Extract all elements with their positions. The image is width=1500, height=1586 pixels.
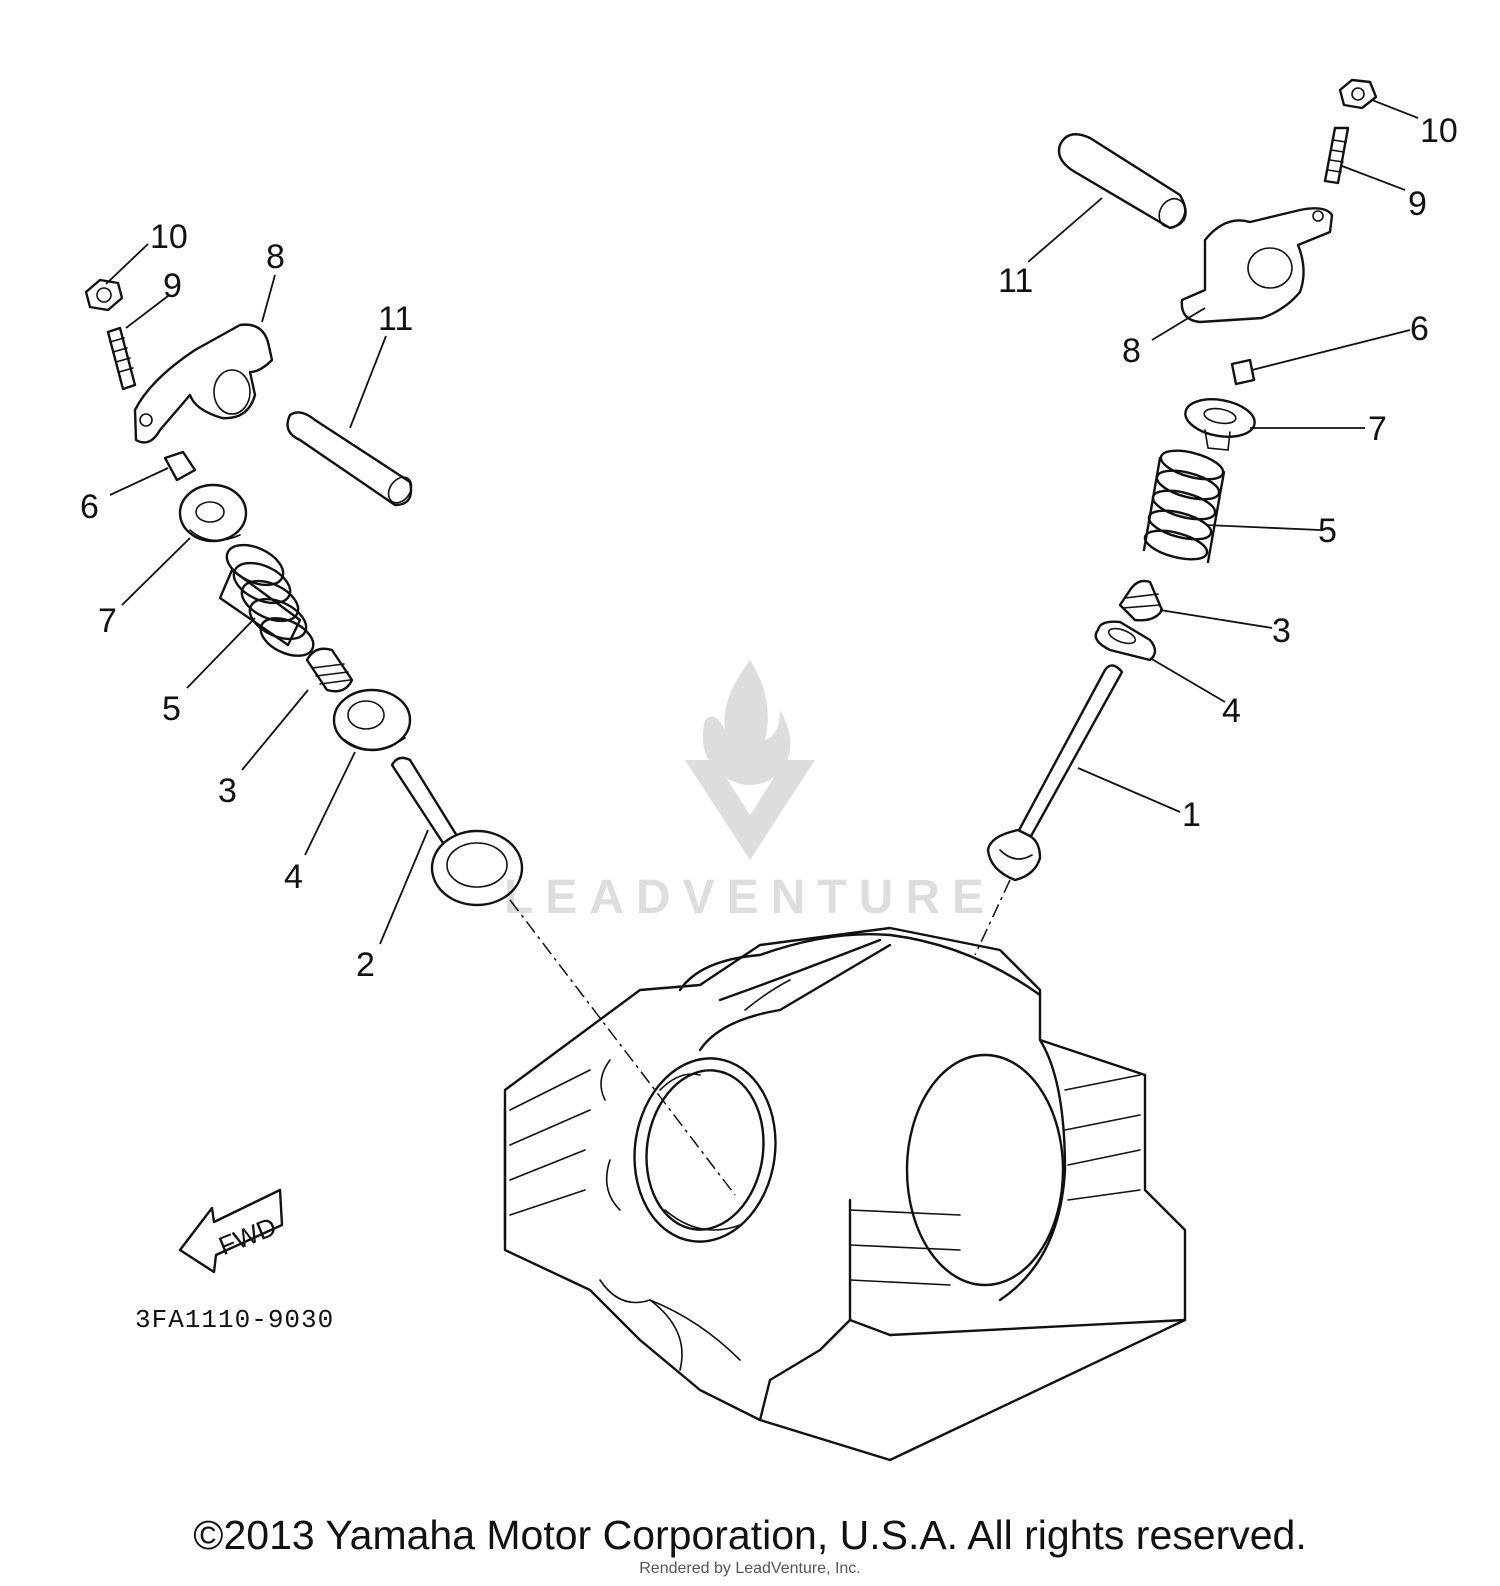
callout-left-5: 5 <box>162 690 181 728</box>
valve-spring-right <box>1142 449 1226 564</box>
rocker-shaft-left <box>286 411 413 507</box>
callout-right-4: 4 <box>1222 692 1241 730</box>
copyright-footer: ©2013 Yamaha Motor Corporation, U.S.A. A… <box>193 1512 1307 1558</box>
callout-left-8: 8 <box>266 238 285 276</box>
valve-axis-left <box>509 899 736 1196</box>
callout-right-9: 9 <box>1408 185 1427 223</box>
valve-right <box>986 664 1124 882</box>
nut-left <box>84 278 124 312</box>
callout-right-7: 7 <box>1368 410 1387 448</box>
callout-left-4: 4 <box>284 858 303 896</box>
callout-right-10: 10 <box>1420 112 1458 150</box>
callout-right-6: 6 <box>1410 310 1429 348</box>
rocker-arm-right <box>1180 207 1334 324</box>
callouts-left: 10 9 8 11 6 7 5 3 4 2 <box>80 218 413 984</box>
callout-left-3: 3 <box>218 772 237 810</box>
bolt-axis-right <box>1039 1039 1146 1076</box>
spring-retainer-right <box>1184 398 1256 451</box>
callouts-right: 10 9 11 8 6 7 5 3 4 1 <box>998 112 1458 834</box>
adjusting-screw-left <box>106 326 137 391</box>
spring-retainer-left <box>178 483 248 543</box>
valve-axis-right <box>974 879 1011 956</box>
callout-left-10: 10 <box>150 218 188 256</box>
callout-right-11: 11 <box>998 262 1033 300</box>
rocker-shaft-right <box>1057 133 1187 230</box>
callout-left-7: 7 <box>98 602 117 640</box>
callout-left-9: 9 <box>163 267 182 305</box>
watermark-brand: LEADVENTURE <box>503 871 997 924</box>
callout-left-11: 11 <box>378 300 413 338</box>
adjusting-screw-right <box>1323 126 1350 185</box>
nut-right <box>1338 78 1378 110</box>
leadventure-watermark: LEADVENTURE <box>480 650 1020 940</box>
spring-seat-right <box>1094 620 1157 662</box>
fwd-label: FWD <box>214 1211 280 1261</box>
fwd-arrow-icon: FWD <box>178 1188 284 1274</box>
valve-cotter-left <box>163 450 197 482</box>
callout-right-5: 5 <box>1318 512 1337 550</box>
callout-right-8: 8 <box>1122 332 1141 370</box>
rocker-arm-left <box>133 323 274 444</box>
valve-cotter-right <box>1230 358 1256 386</box>
watermark-credit: Rendered by LeadVenture, Inc. <box>639 1560 861 1577</box>
callout-right-1: 1 <box>1182 796 1201 834</box>
cylinder-head <box>503 926 1187 1462</box>
valve-left <box>390 756 524 907</box>
flame-logo-icon <box>685 660 815 860</box>
callout-left-2: 2 <box>356 946 375 984</box>
callout-right-3: 3 <box>1272 612 1291 650</box>
part-code: 3FA1110-9030 <box>135 1305 334 1335</box>
callout-left-6: 6 <box>80 488 99 526</box>
valve-stem-seal-left <box>305 647 354 693</box>
leader-lines <box>105 99 1419 945</box>
valve-stem-seal-right <box>1118 579 1164 622</box>
valve-spring-left <box>218 543 315 657</box>
spring-seat-left <box>332 688 412 752</box>
